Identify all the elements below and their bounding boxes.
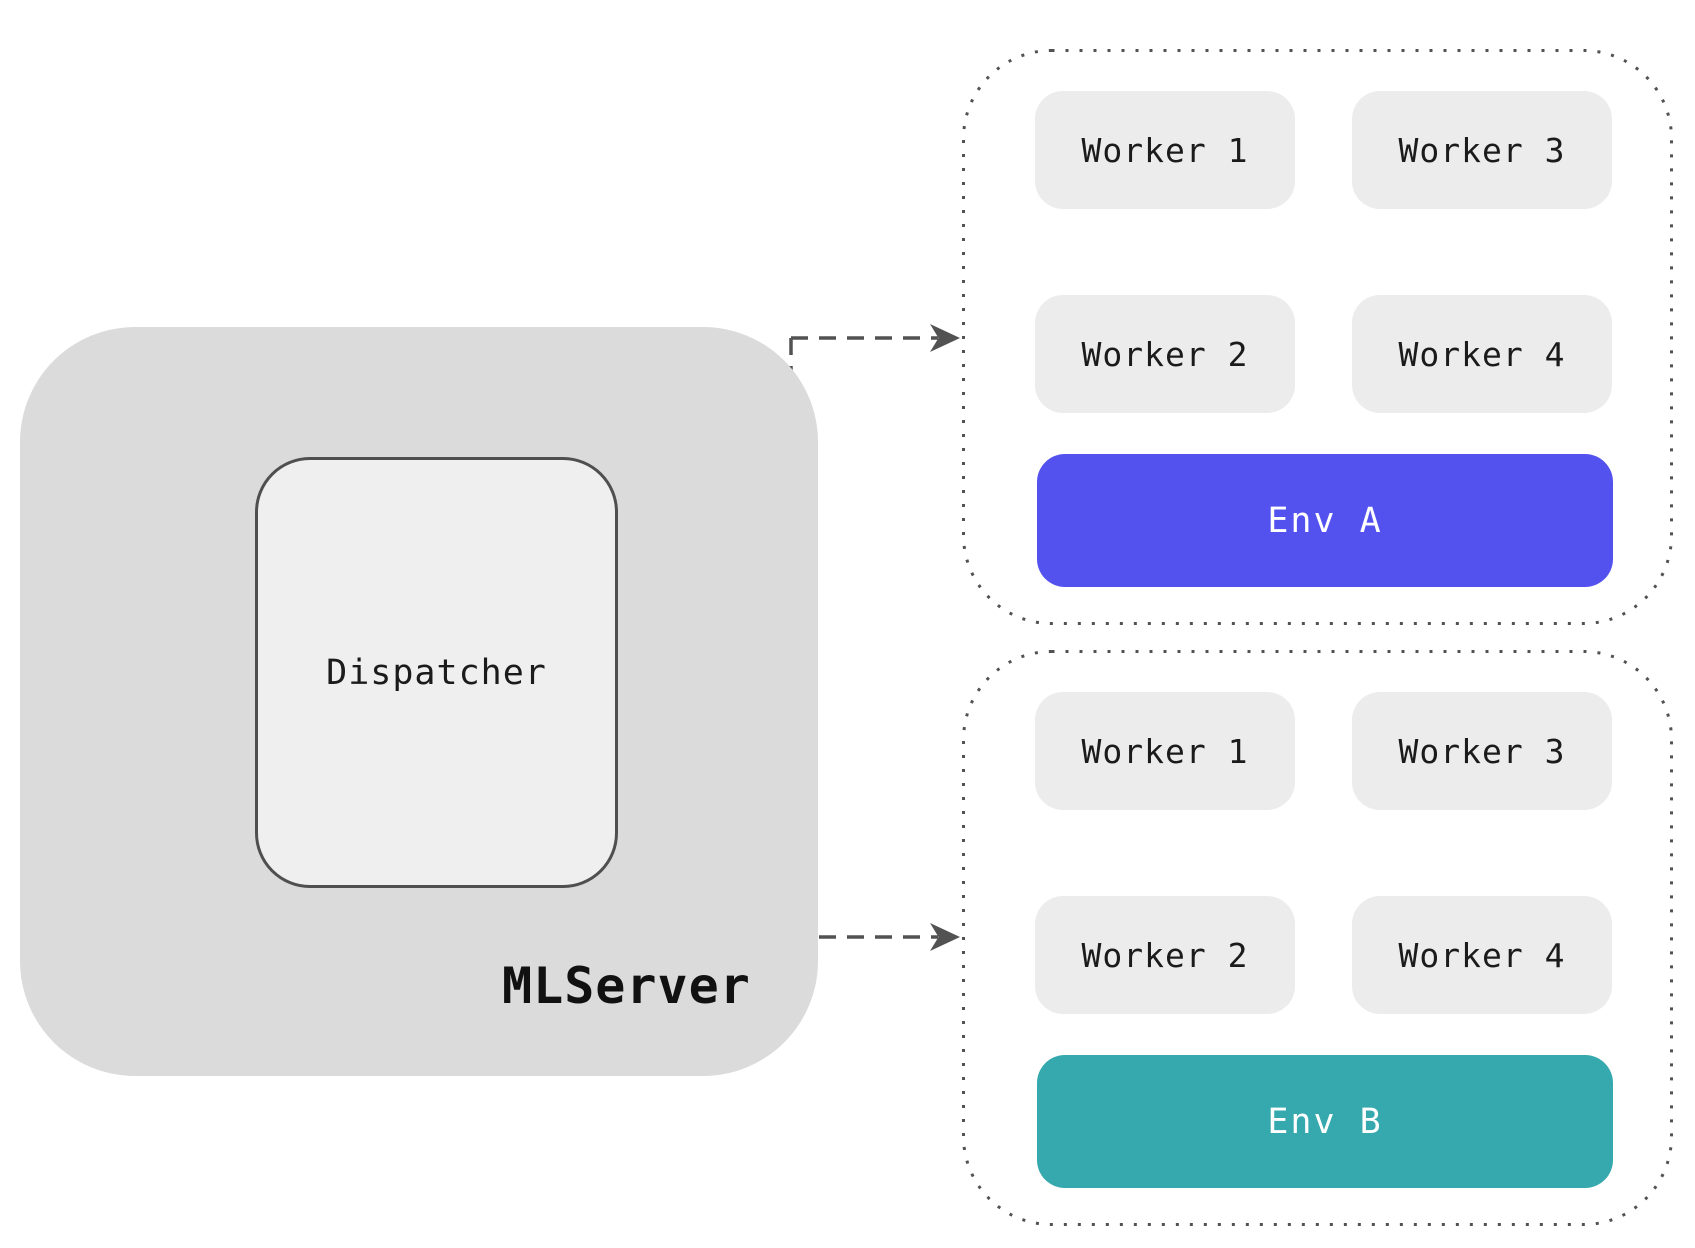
env-a-group: Worker 1 Worker 3 Worker 2 Worker 4 Env … — [962, 49, 1673, 625]
dispatcher-label: Dispatcher — [326, 652, 547, 693]
dispatcher-box: Dispatcher — [255, 457, 618, 888]
worker-label: Worker 3 — [1398, 130, 1566, 170]
arrowhead-env-a — [930, 324, 960, 352]
worker-label: Worker 2 — [1081, 334, 1249, 374]
worker-label: Worker 3 — [1398, 731, 1566, 771]
worker-label: Worker 1 — [1081, 130, 1249, 170]
env-b-bar: Env B — [1037, 1055, 1613, 1188]
worker-label: Worker 1 — [1081, 731, 1249, 771]
worker-label: Worker 4 — [1398, 334, 1566, 374]
env-a-label: Env A — [1267, 500, 1383, 541]
worker-label: Worker 4 — [1398, 935, 1566, 975]
env-a-worker-4: Worker 4 — [1352, 295, 1612, 413]
env-a-worker-1: Worker 1 — [1035, 91, 1295, 209]
env-b-worker-1: Worker 1 — [1035, 692, 1295, 810]
env-b-group: Worker 1 Worker 3 Worker 2 Worker 4 Env … — [962, 650, 1673, 1226]
env-a-bar: Env A — [1037, 454, 1613, 587]
env-a-worker-2: Worker 2 — [1035, 295, 1295, 413]
mlserver-label: MLServer — [502, 957, 751, 1015]
env-a-worker-3: Worker 3 — [1352, 91, 1612, 209]
worker-label: Worker 2 — [1081, 935, 1249, 975]
mlserver-box: Dispatcher MLServer — [20, 327, 818, 1076]
env-b-worker-4: Worker 4 — [1352, 896, 1612, 1014]
env-b-worker-2: Worker 2 — [1035, 896, 1295, 1014]
env-b-worker-3: Worker 3 — [1352, 692, 1612, 810]
env-b-label: Env B — [1267, 1101, 1383, 1142]
arrowhead-env-b — [930, 923, 960, 951]
